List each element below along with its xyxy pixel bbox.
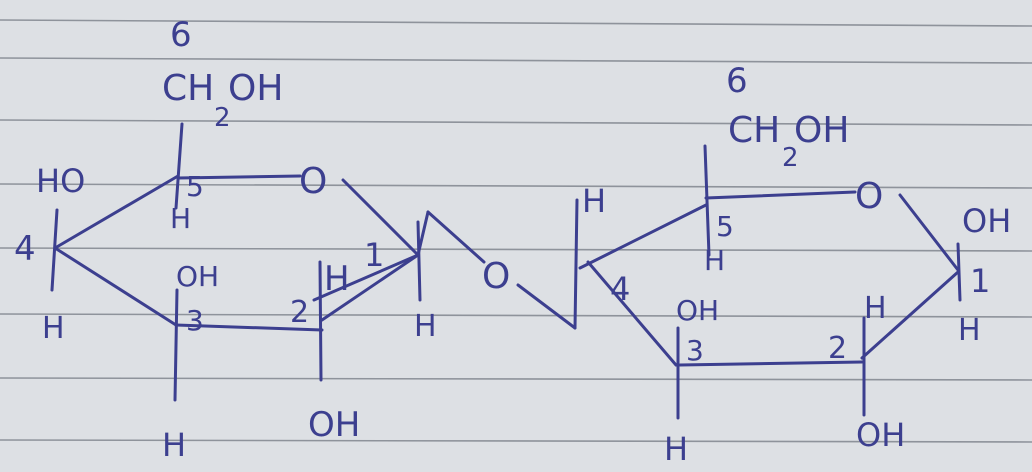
- left-c5-number: 5: [186, 170, 204, 203]
- right-c4-number: 4: [610, 270, 630, 308]
- right-c3-oh: OH: [676, 294, 719, 327]
- left-c1-h: H: [414, 309, 437, 344]
- left-c1-number: 1: [364, 236, 384, 274]
- right-c1-number: 1: [970, 262, 990, 300]
- right-c3-number: 3: [686, 334, 704, 367]
- left-c6-number: 6: [170, 15, 192, 55]
- left-c6-group-oh: OH: [228, 68, 283, 109]
- right-c5-h: H: [704, 244, 725, 277]
- right-c6-subscript: 2: [782, 143, 799, 173]
- right-c2-number: 2: [828, 331, 847, 366]
- right-c5-number: 5: [716, 210, 734, 243]
- left-c5-h: H: [170, 202, 191, 235]
- notebook-lines: [0, 19, 1032, 443]
- left-c2-h: H: [324, 259, 350, 299]
- left-c3-oh: OH: [176, 260, 219, 293]
- left-ring-bonds: [50, 122, 422, 402]
- right-c2-oh: OH: [856, 416, 905, 454]
- left-c3-h: H: [162, 426, 186, 464]
- left-ring-oxygen: O: [299, 161, 327, 202]
- glycosidic-oxygen: O: [482, 256, 510, 297]
- right-c1-oh: OH: [962, 202, 1011, 240]
- right-c6-group: CH: [728, 110, 780, 151]
- left-c4-substituent: HO: [36, 162, 85, 200]
- left-c2-number: 2: [290, 295, 309, 330]
- left-c6-subscript: 2: [214, 103, 231, 133]
- left-c4-h: H: [42, 311, 65, 346]
- right-c6-group-oh: OH: [794, 110, 849, 151]
- left-ring-labels: 6 CH OH 2 O HO 5 H 4 H OH 3 H 2 H OH 1 H: [14, 15, 437, 464]
- right-c6-number: 6: [726, 61, 748, 101]
- glycosidic-bonds: [416, 198, 579, 330]
- right-c2-h: H: [864, 291, 887, 326]
- right-c1-h: H: [958, 313, 981, 348]
- left-c3-number: 3: [186, 304, 204, 337]
- right-c4-h: H: [582, 182, 606, 220]
- right-ring-bonds: [578, 144, 962, 420]
- right-ring-labels: 6 CH OH 2 O H 4 5 H OH 3 H 2 H OH OH 1 H: [582, 61, 1011, 468]
- right-c3-h: H: [664, 430, 688, 468]
- left-c4-number: 4: [14, 229, 36, 269]
- right-ring-oxygen: O: [855, 176, 883, 217]
- left-c2-oh: OH: [308, 405, 360, 445]
- left-c6-group: CH: [162, 68, 214, 109]
